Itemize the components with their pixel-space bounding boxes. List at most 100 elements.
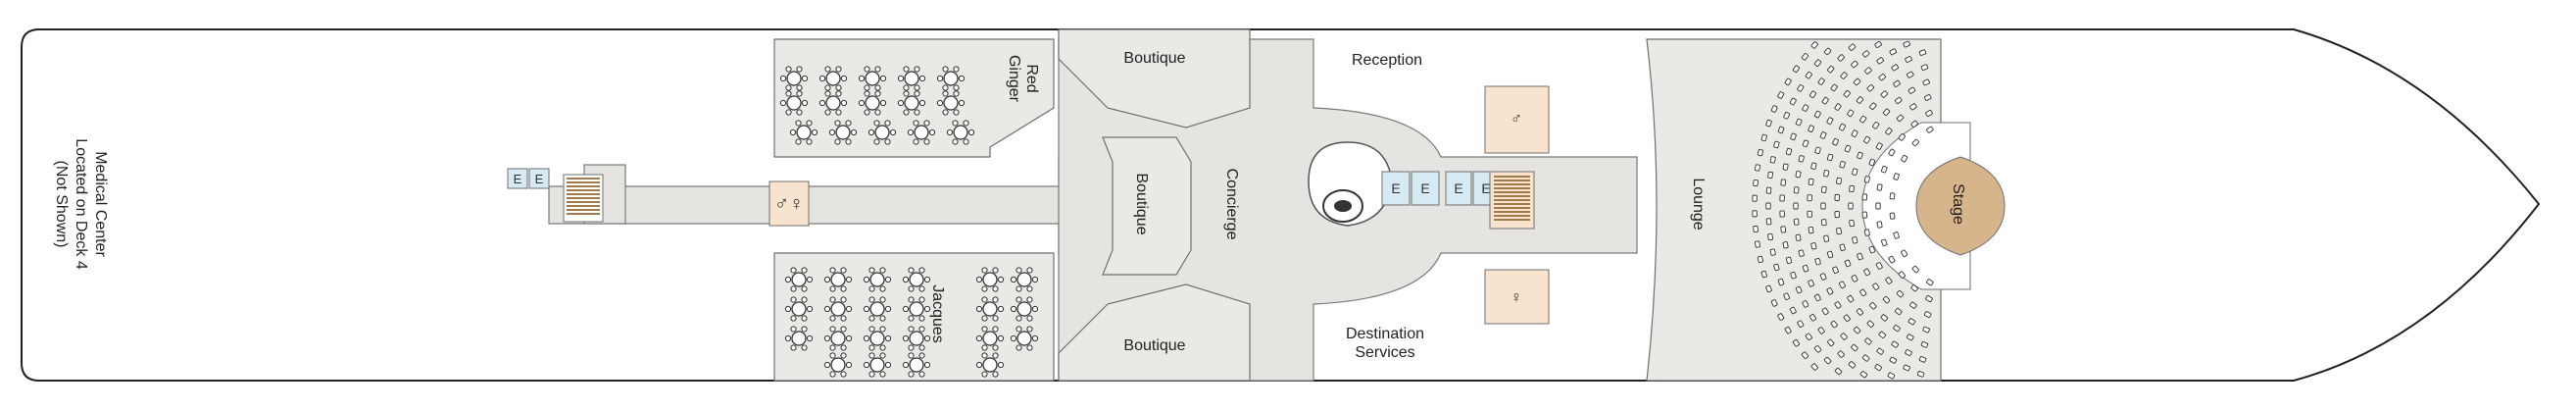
lounge-label: Lounge bbox=[1690, 178, 1707, 230]
chair bbox=[835, 109, 842, 116]
seat bbox=[1887, 372, 1896, 380]
chair bbox=[914, 84, 920, 91]
dining-table bbox=[869, 331, 885, 346]
chair bbox=[897, 75, 905, 82]
seat bbox=[1885, 277, 1893, 284]
seat bbox=[1810, 363, 1818, 371]
seat bbox=[1779, 194, 1785, 202]
seat bbox=[1856, 308, 1864, 316]
chair bbox=[918, 99, 926, 107]
seat bbox=[1765, 218, 1772, 226]
chair bbox=[903, 84, 910, 91]
chair bbox=[992, 296, 999, 303]
chair bbox=[923, 361, 931, 369]
seat bbox=[1765, 186, 1772, 194]
seat bbox=[1819, 273, 1827, 281]
chair bbox=[840, 326, 847, 333]
chair bbox=[1010, 305, 1017, 313]
seat bbox=[1785, 147, 1793, 156]
seat bbox=[1819, 131, 1827, 139]
chair bbox=[918, 371, 925, 378]
seat bbox=[1922, 78, 1930, 86]
chair bbox=[811, 128, 818, 136]
seat bbox=[1852, 236, 1858, 244]
seat bbox=[1903, 40, 1910, 48]
chair bbox=[845, 361, 853, 369]
chair bbox=[845, 120, 852, 127]
seat bbox=[1802, 139, 1809, 148]
chair bbox=[864, 109, 870, 116]
chair bbox=[997, 276, 1005, 283]
seat bbox=[1909, 103, 1917, 111]
seat bbox=[1907, 318, 1916, 326]
seat bbox=[1805, 71, 1812, 79]
chair bbox=[796, 84, 803, 91]
dining-table bbox=[982, 357, 998, 373]
seat bbox=[1875, 202, 1881, 210]
chair bbox=[824, 84, 831, 91]
chair bbox=[923, 120, 930, 127]
chair bbox=[1010, 334, 1017, 342]
dining-table bbox=[786, 95, 802, 111]
destination-label-1: Destination bbox=[1346, 326, 1424, 342]
seat bbox=[1813, 59, 1822, 67]
seat bbox=[1827, 65, 1835, 74]
seat bbox=[1795, 171, 1802, 179]
dining-table bbox=[904, 71, 919, 86]
seat bbox=[1777, 126, 1785, 134]
seat bbox=[1866, 84, 1875, 92]
chair bbox=[835, 66, 842, 73]
seat bbox=[1895, 307, 1903, 316]
seat bbox=[1783, 111, 1791, 120]
seat bbox=[1783, 292, 1791, 301]
chair bbox=[902, 361, 910, 369]
seat bbox=[1773, 140, 1780, 149]
seat bbox=[1789, 97, 1797, 106]
chair bbox=[784, 276, 792, 283]
seat bbox=[1802, 300, 1809, 308]
seat bbox=[1893, 231, 1900, 239]
chair bbox=[981, 296, 988, 303]
chair bbox=[1016, 296, 1022, 303]
chair bbox=[914, 66, 920, 73]
chair bbox=[868, 326, 875, 333]
seat bbox=[1868, 158, 1876, 167]
chair bbox=[942, 90, 949, 97]
chair bbox=[884, 305, 892, 313]
chair bbox=[903, 66, 910, 73]
seat bbox=[1826, 250, 1834, 259]
seat bbox=[1889, 212, 1896, 220]
seat bbox=[1847, 294, 1855, 303]
chair bbox=[850, 128, 858, 136]
seat bbox=[1925, 109, 1933, 117]
seat bbox=[1872, 283, 1880, 290]
seat bbox=[1843, 314, 1851, 323]
seat bbox=[1802, 264, 1809, 273]
seat bbox=[1864, 67, 1872, 75]
seat bbox=[1797, 84, 1805, 92]
seat bbox=[1896, 114, 1905, 123]
seat bbox=[1820, 219, 1827, 227]
chair bbox=[868, 344, 875, 351]
seat bbox=[1779, 210, 1785, 218]
seat bbox=[1882, 108, 1891, 117]
dining-table bbox=[830, 357, 846, 373]
chair bbox=[907, 128, 915, 136]
chair bbox=[879, 371, 886, 378]
chair bbox=[942, 66, 949, 73]
chair bbox=[992, 285, 999, 292]
chair bbox=[874, 84, 881, 91]
chair bbox=[845, 334, 853, 342]
seat bbox=[1878, 331, 1887, 338]
seat bbox=[1755, 240, 1760, 248]
seat bbox=[1889, 356, 1898, 364]
seat bbox=[1798, 249, 1805, 257]
restroom-top: ♂ bbox=[1484, 85, 1550, 154]
seat bbox=[1863, 268, 1871, 277]
seat bbox=[1876, 347, 1884, 355]
chair bbox=[874, 109, 881, 116]
seat bbox=[1849, 184, 1855, 193]
seat bbox=[1777, 278, 1785, 286]
chair bbox=[903, 90, 910, 97]
seat bbox=[1891, 64, 1899, 72]
